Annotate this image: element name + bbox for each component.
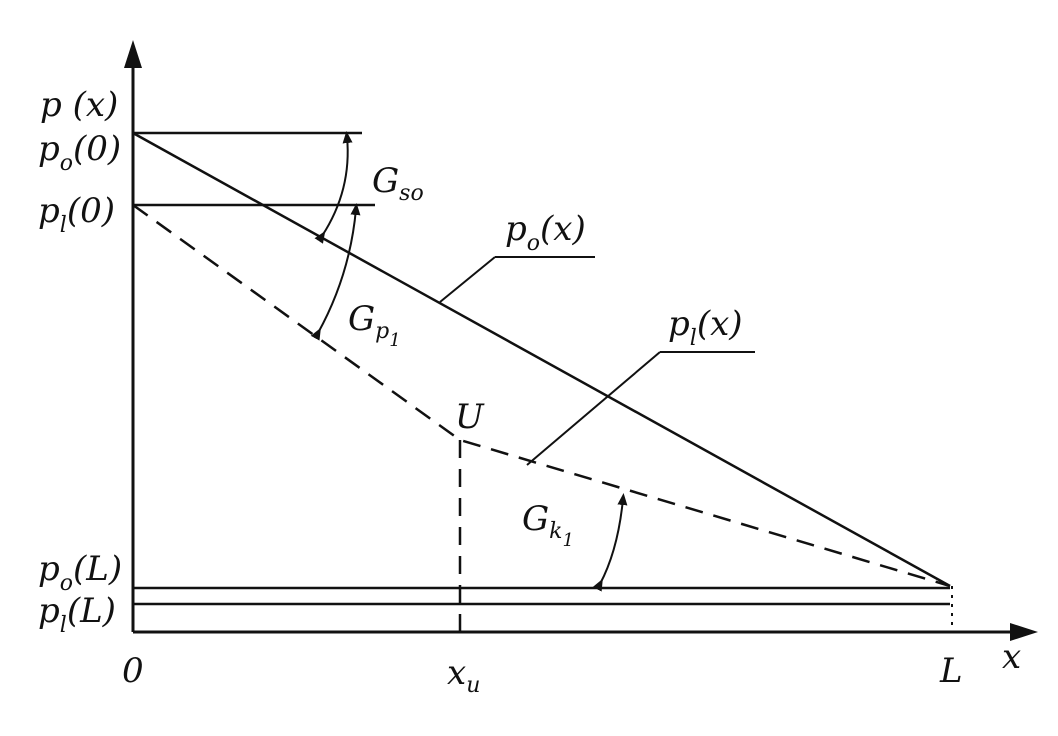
label-point-u: U xyxy=(455,397,485,437)
label-po0: po(0) xyxy=(38,129,121,176)
label-origin: 0 xyxy=(122,651,144,691)
gp1-angle-arc xyxy=(310,203,361,341)
label-pl0: pl(0) xyxy=(38,191,115,238)
label-pl-x: pl(x) xyxy=(668,304,743,351)
gk1-angle-arc xyxy=(592,493,628,592)
label-plL: pl(L) xyxy=(38,591,116,638)
label-poL: po(L) xyxy=(38,549,122,596)
pl-x-leader xyxy=(526,351,661,466)
x-axis-label: x xyxy=(1002,637,1021,677)
label-gk1: Gk1 xyxy=(522,499,574,551)
label-xu: xu xyxy=(447,653,480,698)
po-x-leader xyxy=(439,256,496,303)
y-axis-arrow xyxy=(124,40,142,68)
label-po-x: po(x) xyxy=(505,209,586,256)
y-axis-label: p (x) xyxy=(40,85,118,125)
x-axis-arrow xyxy=(1010,623,1038,641)
label-gso: Gso xyxy=(372,161,424,206)
gso-angle-arc xyxy=(314,131,353,244)
po-x-line xyxy=(132,131,951,588)
label-L: L xyxy=(939,651,963,691)
label-gp1: Gp1 xyxy=(348,299,401,351)
